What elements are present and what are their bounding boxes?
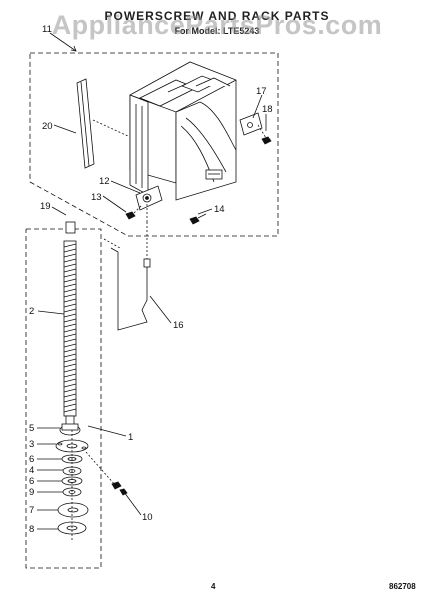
callout-7: 7	[29, 505, 34, 516]
powerscrew-part	[63, 221, 77, 431]
page-number: 4	[211, 582, 216, 591]
thread-mark	[63, 353, 77, 358]
bracket-part	[239, 112, 272, 145]
thread-mark	[63, 258, 77, 263]
callout-14: 14	[214, 204, 225, 215]
diagram-subtitle: For Model: LTE5243	[174, 26, 260, 36]
thread-mark	[63, 283, 77, 288]
leader-lines	[37, 32, 267, 530]
thread-mark	[63, 313, 77, 318]
thread-mark	[63, 323, 77, 328]
thread-mark	[63, 388, 77, 393]
thread-mark	[63, 298, 77, 303]
thread-mark	[63, 288, 77, 293]
lower-assembly-boundary	[25, 228, 102, 569]
callout-2: 2	[29, 306, 34, 317]
rack-bar-part	[76, 78, 129, 169]
callout-17: 17	[256, 86, 267, 97]
callout-18: 18	[262, 104, 273, 115]
thread-mark	[63, 248, 77, 253]
diagram-title: POWERSCREW AND RACK PARTS	[104, 9, 330, 23]
callout-labels: 11 20 17 18 12 13 14 19 2 16 1 5 3 6 4 6…	[29, 24, 273, 535]
wire-harness-part	[103, 222, 151, 331]
thread-mark	[63, 308, 77, 313]
thread-mark	[63, 343, 77, 348]
thread-mark	[63, 303, 77, 308]
thread-mark	[63, 358, 77, 363]
thread-mark	[63, 328, 77, 333]
thread-mark	[63, 278, 77, 283]
callout-9: 9	[29, 487, 34, 498]
callout-13: 13	[91, 192, 102, 203]
mount-plate-part	[125, 185, 207, 225]
thread-mark	[63, 263, 77, 268]
thread-mark	[63, 363, 77, 368]
screw-10-line	[85, 451, 117, 487]
thread-mark	[63, 333, 77, 338]
thread-mark	[63, 293, 77, 298]
callout-6a: 6	[29, 454, 34, 465]
callout-10: 10	[142, 512, 153, 523]
callout-12: 12	[99, 176, 110, 187]
thread-mark	[63, 253, 77, 258]
diagram-code: 862708	[389, 582, 416, 591]
rack-housing-part	[129, 61, 237, 201]
callout-4: 4	[29, 465, 34, 476]
thread-mark	[63, 393, 77, 398]
callout-6b: 6	[29, 476, 34, 487]
thread-mark	[63, 408, 77, 413]
thread-mark	[63, 318, 77, 323]
thread-mark	[63, 378, 77, 383]
lower-stack-parts	[55, 423, 128, 535]
thread-mark	[63, 383, 77, 388]
thread-mark	[63, 273, 77, 278]
thread-mark	[63, 348, 77, 353]
callout-1: 1	[128, 432, 133, 443]
thread-mark	[63, 243, 77, 248]
upper-assembly-boundary	[29, 52, 279, 237]
callout-16: 16	[173, 320, 184, 331]
callout-19: 19	[40, 201, 51, 212]
thread-mark	[63, 338, 77, 343]
thread-mark	[63, 373, 77, 378]
callout-11: 11	[42, 24, 52, 35]
thread-mark	[63, 368, 77, 373]
powerscrew-threads	[63, 243, 77, 413]
thread-mark	[63, 403, 77, 408]
thread-mark	[63, 268, 77, 273]
callout-5: 5	[29, 423, 34, 434]
callout-8: 8	[29, 524, 34, 535]
watermark: AppliancePartsPros.com	[51, 10, 383, 40]
callout-3: 3	[29, 439, 34, 450]
callout-20: 20	[42, 121, 53, 132]
thread-mark	[63, 398, 77, 403]
